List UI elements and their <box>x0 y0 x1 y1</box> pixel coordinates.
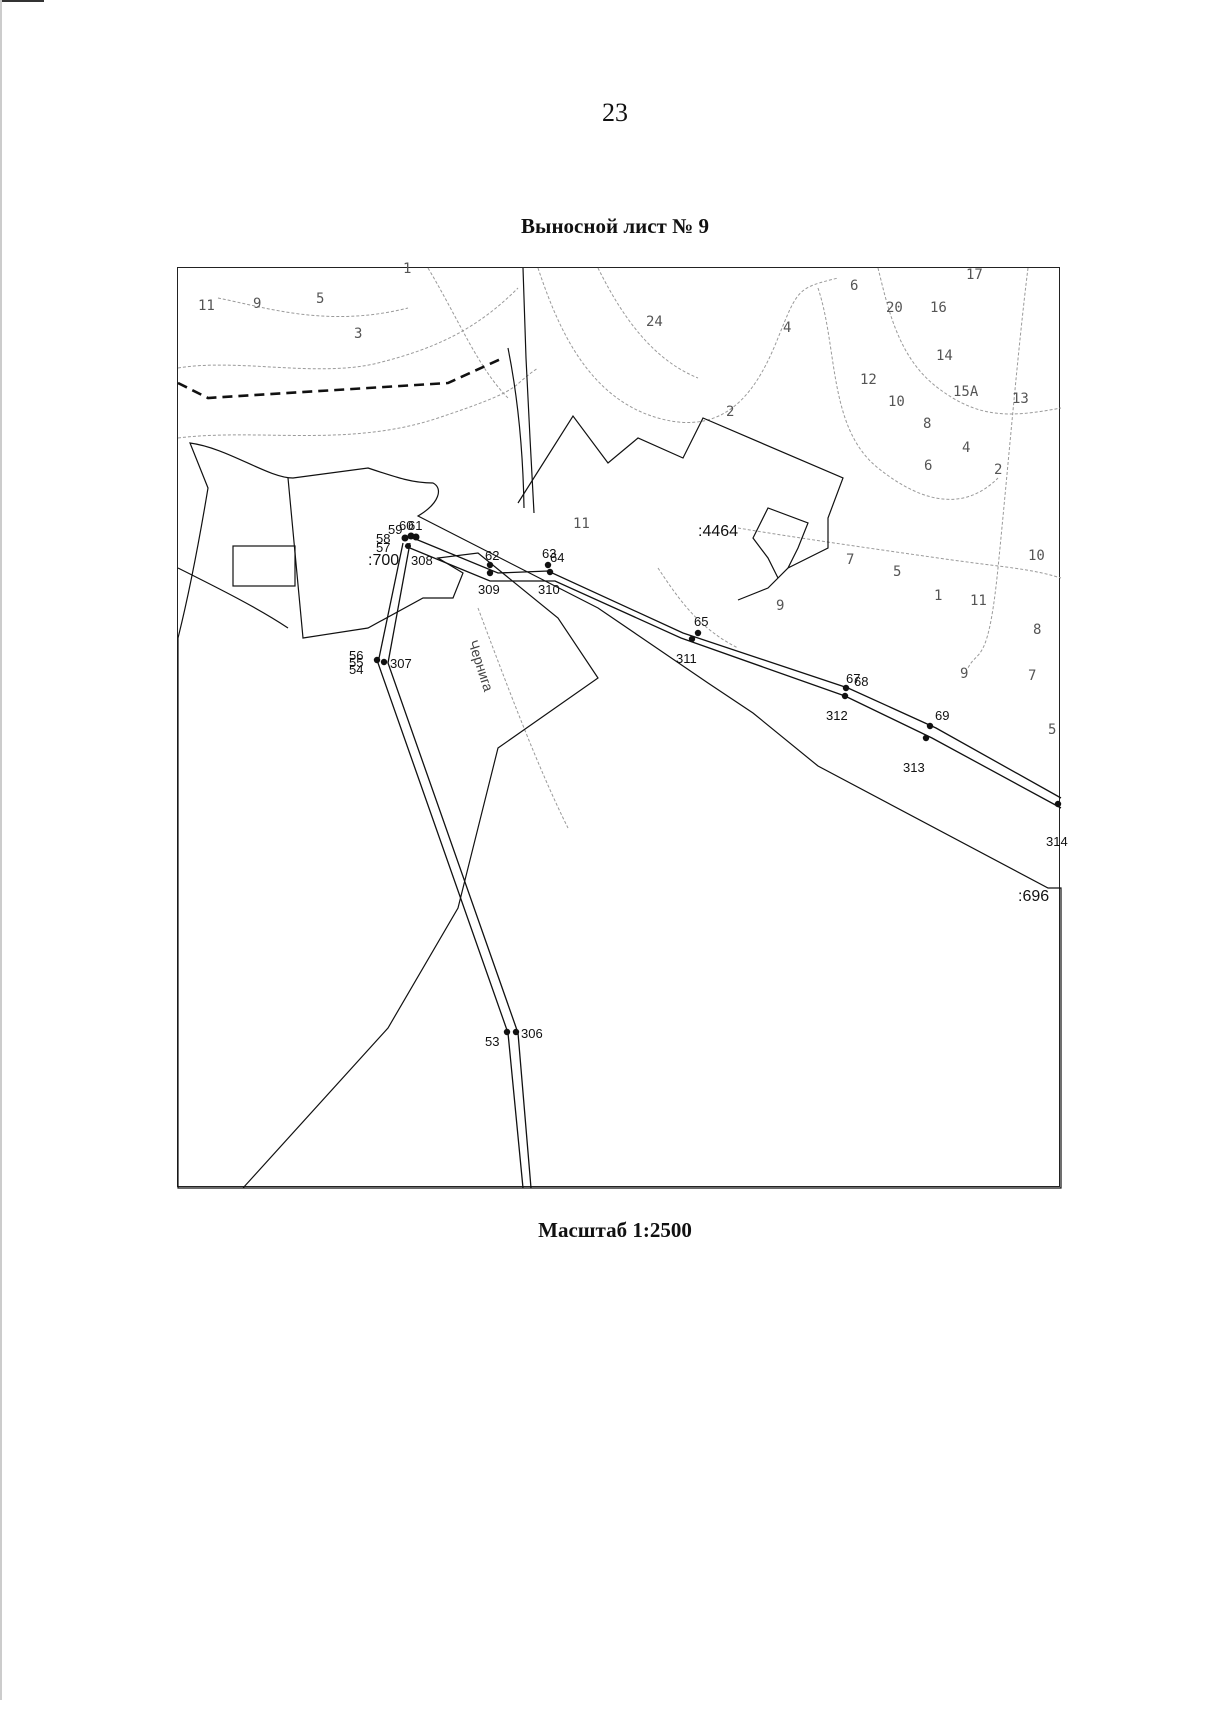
point-label-306: 306 <box>521 1026 543 1041</box>
bg-label-5: 3 <box>354 326 362 342</box>
parcel-boundary-line <box>177 567 289 629</box>
parcel-label-700: :700 <box>368 552 399 569</box>
bg-label-19: 6 <box>924 458 932 474</box>
bg-label-9: 20 <box>886 300 903 316</box>
bg-label-4: 1 <box>403 261 411 277</box>
bg-label-32: 5 <box>1048 722 1056 738</box>
bg-label-15: 13 <box>1012 391 1029 407</box>
bg-label-10: 16 <box>930 300 947 316</box>
point-markers <box>373 532 1062 1036</box>
point-label-68: 68 <box>854 674 868 689</box>
point-label-58: 58 <box>376 531 390 546</box>
bg-label-8: 6 <box>850 278 858 294</box>
bg-label-6: 24 <box>646 314 663 330</box>
parcel-4464-outline <box>517 414 844 601</box>
bg-label-22: 11 <box>573 516 590 532</box>
bg-label-16: 10 <box>888 394 905 410</box>
background-lot-labels: 11 9 5 1 3 24 4 6 20 16 17 14 12 15A 13 … <box>198 261 1056 738</box>
bg-label-24: 5 <box>893 564 901 580</box>
point-label-309: 309 <box>478 582 500 597</box>
point-label-64: 64 <box>550 550 564 565</box>
bg-label-11: 17 <box>966 267 983 283</box>
bg-label-31: 7 <box>1028 668 1036 684</box>
point-label-61: 61 <box>408 518 422 533</box>
parcel-700-outline <box>177 442 1062 1189</box>
point-label-311: 311 <box>676 651 697 666</box>
point-label-57: 57 <box>376 540 390 555</box>
bg-label-20: 2 <box>994 462 1002 478</box>
bg-label-23: 7 <box>846 552 854 568</box>
point-labels: 53 54 55 56 57 58 59 60 61 62 63 64 65 6… <box>349 518 1068 1049</box>
bg-label-3: 5 <box>316 291 324 307</box>
point-label-314: 314 <box>1046 834 1068 849</box>
bg-label-30: 9 <box>960 666 968 682</box>
point-label-65: 65 <box>694 614 708 629</box>
point-label-312: 312 <box>826 708 848 723</box>
point-label-62: 62 <box>485 548 499 563</box>
point-label-308: 308 <box>411 553 433 568</box>
parcel-label-4464: :4464 <box>698 523 738 540</box>
map-frame[interactable]: 11 9 5 1 3 24 4 6 20 16 17 14 12 15A 13 … <box>177 261 1068 1189</box>
bg-label-2: 9 <box>253 296 261 312</box>
point-label-59: 59 <box>388 522 402 537</box>
bg-label-27: 9 <box>776 598 784 614</box>
scan-edge-mark <box>0 0 44 2</box>
corridor-lines <box>377 537 1062 1189</box>
point-label-55: 55 <box>349 655 363 670</box>
point-label-313: 313 <box>903 760 925 775</box>
bg-label-13: 12 <box>860 372 877 388</box>
point-label-310: 310 <box>538 582 560 597</box>
parcel-east-line <box>507 347 525 509</box>
point-label-63: 63 <box>542 546 556 561</box>
bg-label-14: 15A <box>953 384 979 400</box>
bg-label-17: 8 <box>923 416 931 432</box>
page-number: 23 <box>602 98 628 127</box>
point-label-53: 53 <box>485 1034 499 1049</box>
sheet-title: Выносной лист № 9 <box>521 214 709 238</box>
bg-label-7: 4 <box>783 320 791 336</box>
bg-label-21: 2 <box>726 404 734 420</box>
cadastral-map: 11 9 5 1 3 24 4 6 20 16 17 14 12 15A 13 … <box>177 261 1068 1189</box>
point-label-69: 69 <box>935 708 949 723</box>
point-label-60: 60 <box>399 518 413 533</box>
background-contours <box>177 267 1062 829</box>
parcel-vertical-line <box>522 267 535 514</box>
dashed-boundary <box>177 356 504 400</box>
bg-label-1: 11 <box>198 298 215 314</box>
point-label-307: 307 <box>390 656 412 671</box>
map-scale: Масштаб 1:2500 <box>538 1218 692 1242</box>
bg-label-25: 1 <box>934 588 942 604</box>
building-rect <box>232 545 296 587</box>
parcel-label-696: :696 <box>1018 888 1049 905</box>
scan-edge-mark <box>0 0 2 1700</box>
point-label-67: 67 <box>846 671 860 686</box>
bg-label-28: 10 <box>1028 548 1045 564</box>
bg-label-26: 11 <box>970 593 987 609</box>
bg-label-12: 14 <box>936 348 953 364</box>
point-label-54: 54 <box>349 662 363 677</box>
point-label-56: 56 <box>349 648 363 663</box>
bg-label-18: 4 <box>962 440 970 456</box>
bg-label-29: 8 <box>1033 622 1041 638</box>
